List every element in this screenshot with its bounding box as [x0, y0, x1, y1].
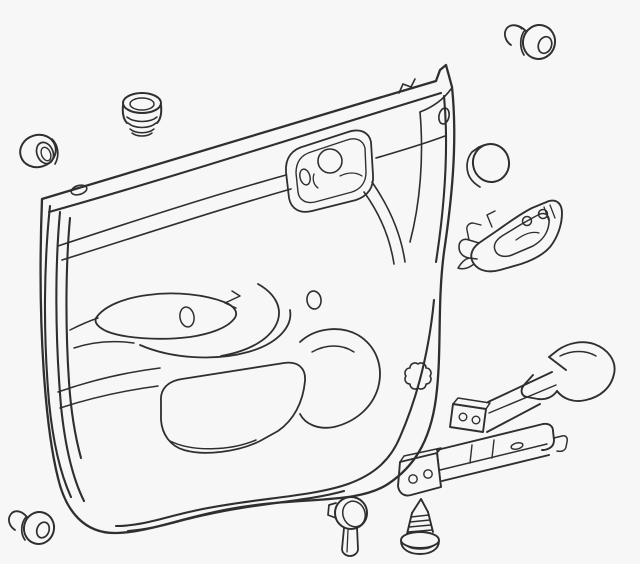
inside-handle-bezel	[457, 199, 563, 273]
switch-hole	[179, 306, 195, 328]
clover-clip-hole	[404, 362, 432, 390]
door-trim-panel	[39, 63, 456, 535]
push-in-cap	[121, 92, 163, 137]
pull-handle-support	[449, 341, 616, 433]
grommet	[19, 133, 59, 169]
push-pin-retainer-top	[504, 24, 557, 60]
push-pin-retainer-bottom	[8, 510, 56, 545]
door-handle-recess	[285, 129, 374, 213]
round-cap	[466, 143, 511, 188]
mounting-rail-bracket	[397, 422, 568, 497]
stud-clip	[327, 496, 368, 557]
armrest-switch-area	[69, 283, 292, 359]
screw	[400, 498, 440, 555]
map-pocket	[57, 361, 306, 454]
arrow-mark	[224, 290, 241, 309]
